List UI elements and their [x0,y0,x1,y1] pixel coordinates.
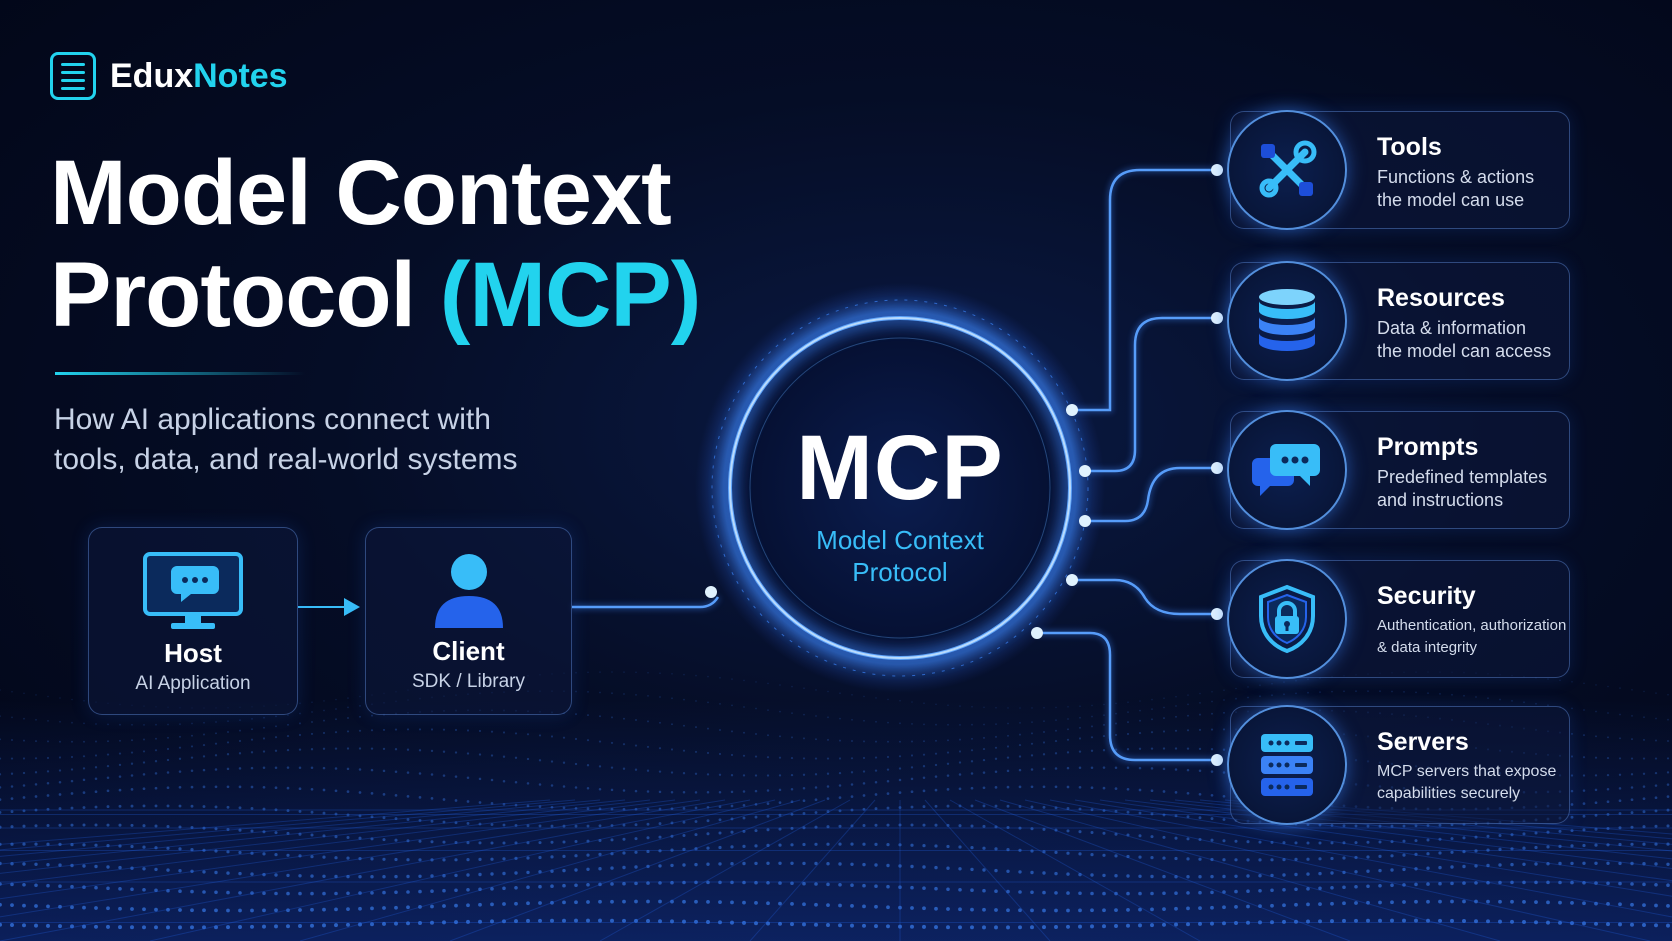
page-title: Model Context Protocol (MCP) [50,142,702,346]
title-line1: Model Context [50,142,672,244]
feature-title: Security [1377,582,1476,610]
feature-title: Servers [1377,728,1469,756]
ring-fill [732,320,1068,656]
feature-text: Tools Functions & actions the model can u… [1377,132,1567,212]
feature-title: Tools [1377,133,1442,161]
feature-icon-circle [1227,110,1347,230]
feature-icon-circle [1227,705,1347,825]
feature-desc-line1: Functions & actions [1377,167,1535,187]
database-icon [1259,289,1315,351]
brand-name: EduxNotes [110,57,288,96]
feature-icon-circle [1227,559,1347,679]
shield-lock-icon [1259,584,1315,654]
tools-icon [1259,140,1317,198]
feature-icon-circle [1227,410,1347,530]
feature-desc: MCP servers that expose capabilities secu… [1377,761,1567,805]
feature-desc-line1: MCP servers that expose [1377,763,1557,780]
host-title: Host [164,638,222,668]
mcp-abbr: MCP [796,417,1004,519]
ring-thin-inner [749,337,1051,639]
feature-card-servers: Servers MCP servers that expose capabilit… [1227,705,1570,825]
brand-name-part1: Edux [110,56,194,95]
feature-desc-line2: the model can access [1377,341,1552,361]
feature-desc-line2: the model can use [1377,190,1525,210]
client-subtitle: SDK / Library [412,671,525,692]
mcp-line2: Protocol [852,557,948,587]
chat-icon [1252,444,1320,496]
title-divider [55,372,305,375]
title-line2: Protocol (MCP) [50,244,702,346]
monitor-chat-icon [143,552,243,629]
feature-desc-line1: Authentication, authorization [1377,617,1567,634]
title-line2-main: Protocol [50,244,416,346]
title-line2-accent: (MCP) [439,244,702,346]
brand-name-part2: Notes [193,56,288,95]
mcp-line1: Model Context [816,525,984,555]
feature-icon-circle [1227,261,1347,381]
server-icon [1261,734,1313,796]
feature-card-prompts: Prompts Predefined templates and instruct… [1227,410,1570,530]
feature-card-resources: Resources Data & information the model ca… [1227,261,1570,381]
feature-desc-line2: and instructions [1377,490,1504,510]
feature-desc-line1: Predefined templates [1377,467,1548,487]
feature-desc: Data & information the model can access [1377,317,1567,363]
feature-desc: Functions & actions the model can use [1377,166,1567,212]
flow-arrow [298,598,360,616]
connector-blur [572,167,1217,763]
feature-text: Resources Data & information the model ca… [1377,283,1567,363]
host-subtitle: AI Application [135,673,251,694]
user-icon [434,554,503,628]
subtitle: How AI applications connect with tools, … [54,400,614,480]
feature-desc: Predefined templates and instructions [1377,466,1567,512]
feature-text: Servers MCP servers that expose capabilit… [1377,727,1567,805]
brand: EduxNotes [50,52,288,100]
feature-desc-line1: Data & information [1377,318,1527,338]
feature-title: Prompts [1377,433,1479,461]
feature-desc: Authentication, authorization & data inte… [1377,615,1567,659]
notes-icon [50,52,96,100]
client-card: Client SDK / Library [365,527,572,715]
feature-card-security: Security Authentication, authorization & … [1227,559,1570,679]
mcp-center: MCP Model Context Protocol [750,420,1050,588]
subtitle-line2: tools, data, and real-world systems [54,443,518,476]
feature-title: Resources [1377,284,1505,312]
feature-text: Prompts Predefined templates and instruct… [1377,432,1567,512]
feature-card-tools: Tools Functions & actions the model can u… [1227,110,1570,230]
feature-text: Security Authentication, authorization & … [1377,581,1567,659]
connector-nodes [705,164,1223,766]
ring-highlight [729,317,1071,659]
feature-desc-line2: & data integrity [1377,639,1478,656]
subtitle-line1: How AI applications connect with [54,403,491,436]
ring-thin-outer [711,299,1089,677]
client-title: Client [432,636,505,666]
feature-desc-line2: capabilities securely [1377,785,1521,802]
host-card: Host AI Application [88,527,298,715]
